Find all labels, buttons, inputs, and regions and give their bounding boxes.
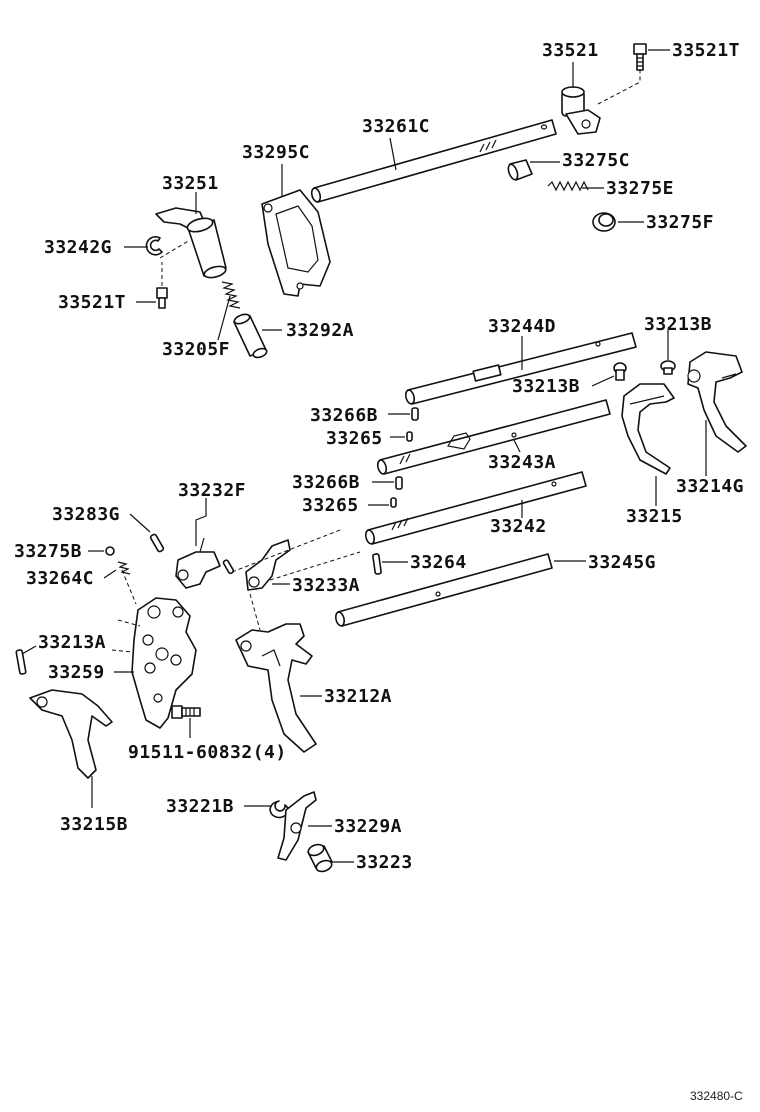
pin-33232f-small bbox=[222, 559, 235, 575]
callout-33213a: 33213A bbox=[38, 632, 106, 653]
callout-33521t-top: 33521T bbox=[672, 40, 740, 61]
callout-33521t-left: 33521T bbox=[58, 292, 126, 313]
callout-33242: 33242 bbox=[490, 516, 547, 537]
callout-33275c: 33275C bbox=[562, 150, 630, 171]
shift-head-33233a bbox=[245, 539, 291, 591]
callout-33265-upper: 33265 bbox=[326, 428, 383, 449]
callout-33232f: 33232F bbox=[178, 480, 246, 501]
callout-33521: 33521 bbox=[542, 40, 599, 61]
pin-33264 bbox=[372, 553, 382, 575]
shift-fork-33215 bbox=[621, 383, 675, 475]
pin-33265-lower bbox=[390, 497, 397, 508]
bolt-33521t-left bbox=[156, 287, 168, 309]
callout-33275e: 33275E bbox=[606, 178, 674, 199]
callout-33223: 33223 bbox=[356, 852, 413, 873]
spring-33264c bbox=[117, 561, 131, 575]
callout-33244d: 33244D bbox=[488, 316, 556, 337]
callout-33215b: 33215B bbox=[60, 814, 128, 835]
pin-33223 bbox=[307, 843, 333, 873]
callout-33233a: 33233A bbox=[292, 575, 360, 596]
callout-labels: 33521 33521T 33261C 33295C 33275C 33251 … bbox=[14, 40, 744, 873]
shift-fork-33212a bbox=[235, 623, 317, 753]
callout-33205f: 33205F bbox=[162, 339, 230, 360]
pin-33266b-upper bbox=[411, 407, 419, 421]
shaft-33261c bbox=[310, 119, 557, 203]
leader-lines bbox=[21, 49, 707, 863]
callout-33221b: 33221B bbox=[166, 796, 234, 817]
callout-33212a: 33212A bbox=[324, 686, 392, 707]
callout-33275b: 33275B bbox=[14, 541, 82, 562]
shaft-33245g bbox=[334, 553, 553, 627]
callout-33243a: 33243A bbox=[488, 452, 556, 473]
callout-33265-lower: 33265 bbox=[302, 495, 359, 516]
gate-plate-33295c bbox=[261, 189, 331, 297]
callout-33261c: 33261C bbox=[362, 116, 430, 137]
bolt-33521t-top bbox=[633, 43, 647, 71]
callout-33264c: 33264C bbox=[26, 568, 94, 589]
callout-33259: 33259 bbox=[48, 662, 105, 683]
callout-33275f: 33275F bbox=[646, 212, 714, 233]
callout-33266b-upper: 33266B bbox=[310, 405, 378, 426]
shift-fork-33214g bbox=[687, 351, 747, 453]
bolt-33213b-lower bbox=[613, 362, 627, 381]
callout-33264: 33264 bbox=[410, 552, 467, 573]
callout-33214g: 33214G bbox=[676, 476, 744, 497]
detent-spring-33275e bbox=[547, 180, 589, 192]
pin-33265-upper bbox=[406, 431, 413, 442]
callout-33295c: 33295C bbox=[242, 142, 310, 163]
callout-91511-60832: 91511-60832(4) bbox=[128, 742, 287, 763]
callout-33245g: 33245G bbox=[588, 552, 656, 573]
detent-pin-33275c bbox=[507, 159, 533, 181]
callout-33251: 33251 bbox=[162, 173, 219, 194]
shaft-33243a bbox=[376, 399, 611, 475]
pin-33213a bbox=[15, 649, 27, 675]
shift-fork-33215b bbox=[29, 689, 113, 779]
shift-inner-lever-33521 bbox=[561, 86, 601, 135]
callout-33229a: 33229A bbox=[334, 816, 402, 837]
bolt-33213b-upper bbox=[660, 360, 676, 375]
pin-33266b-lower bbox=[395, 476, 403, 490]
callout-33266b-lower: 33266B bbox=[292, 472, 360, 493]
ball-33275b bbox=[105, 546, 115, 556]
callout-33292a: 33292A bbox=[286, 320, 354, 341]
shift-head-33232f bbox=[175, 537, 221, 589]
callout-33213b-lower: 33213B bbox=[512, 376, 580, 397]
diagram-reference-code: 332480-C bbox=[690, 1089, 743, 1103]
plug-33275f bbox=[592, 212, 616, 232]
callout-33283g: 33283G bbox=[52, 504, 120, 525]
callout-33213b-upper: 33213B bbox=[644, 314, 712, 335]
interlock-plate-33259 bbox=[131, 597, 197, 729]
bolt-91511-60832 bbox=[171, 705, 201, 719]
callout-33215: 33215 bbox=[626, 506, 683, 527]
shaft-33242 bbox=[364, 471, 587, 545]
pin-33292a bbox=[233, 313, 268, 359]
callout-33242g: 33242G bbox=[44, 237, 112, 258]
pin-33283g bbox=[149, 533, 165, 553]
lever-33229a bbox=[277, 791, 317, 861]
snap-ring-33242g bbox=[145, 235, 163, 256]
spring-33205f bbox=[221, 281, 241, 309]
shift-head-33251 bbox=[155, 207, 227, 279]
